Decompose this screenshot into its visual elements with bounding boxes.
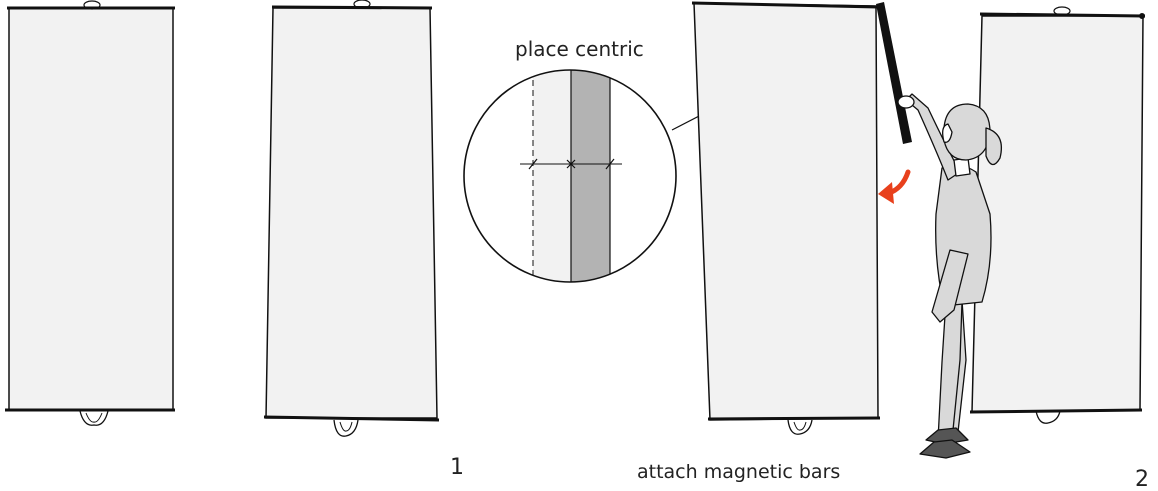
banner-3	[691, 1, 912, 435]
step-1-label: 1	[450, 455, 464, 480]
banner-2	[263, 0, 440, 437]
step-2-label: 2	[1135, 467, 1149, 491]
person-figure	[897, 93, 1003, 459]
banner-4	[969, 6, 1146, 424]
attach-magnetic-bars-label: attach magnetic bars	[637, 461, 840, 483]
place-centric-label: place centric	[515, 37, 644, 61]
rotation-arrow-icon	[878, 169, 911, 204]
banner-1	[5, 0, 175, 426]
